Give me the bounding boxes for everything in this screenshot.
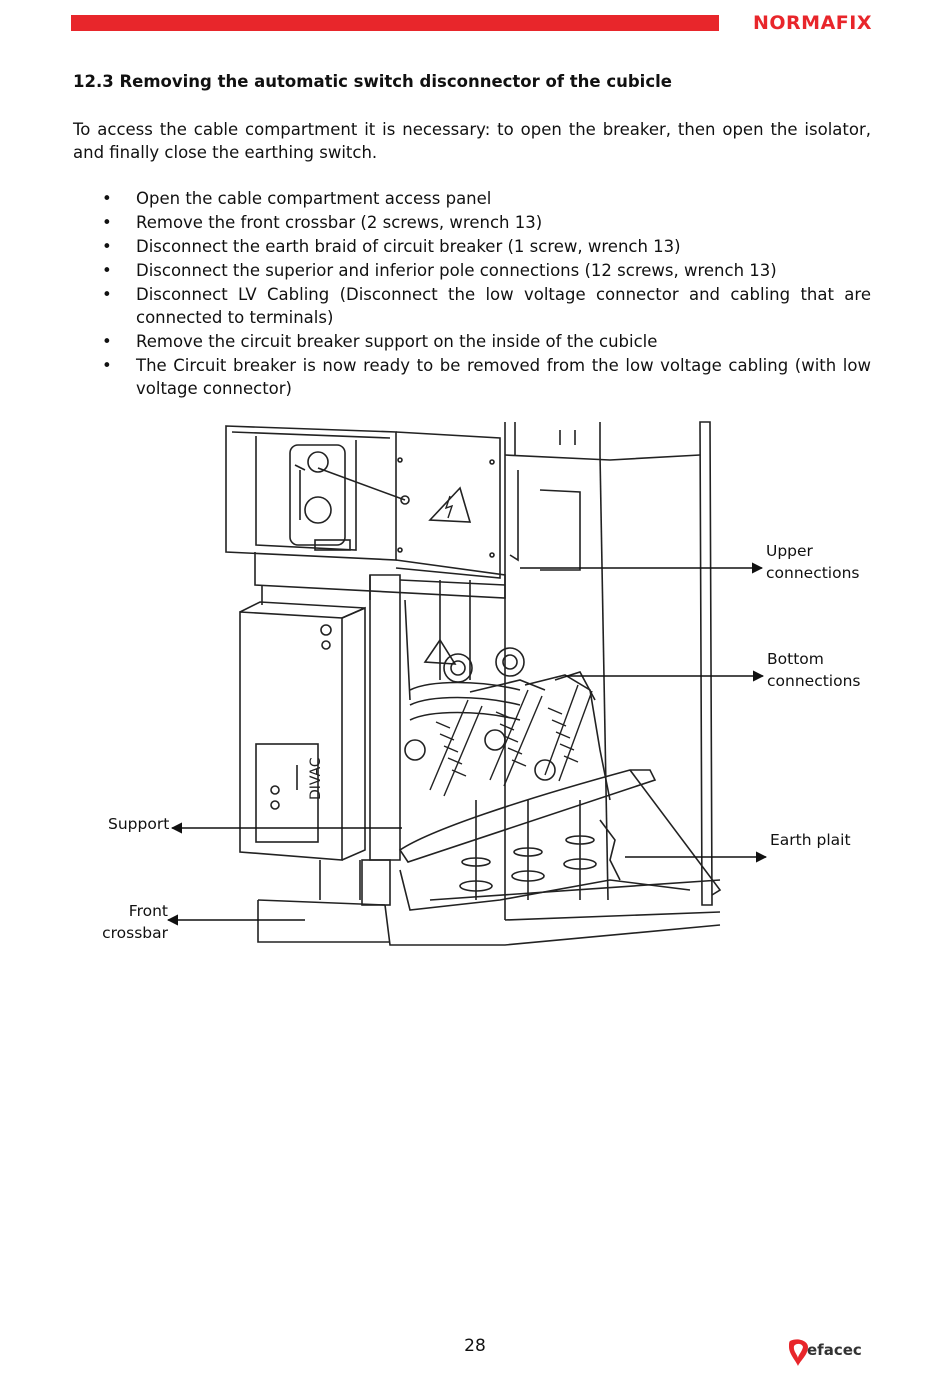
bullet-icon: • [102, 189, 112, 208]
cubicle-figure: DIVAC [0, 410, 950, 970]
step-text: Open the cable compartment access panel [136, 189, 492, 208]
list-item: • Disconnect the earth braid of circuit b… [73, 235, 871, 258]
steps-list: • Open the cable compartment access panel… [73, 187, 871, 401]
bullet-icon: • [102, 285, 112, 304]
bullet-icon: • [102, 332, 112, 351]
list-item: • Remove the circuit breaker support on t… [73, 330, 871, 353]
cubicle-frame [257, 421, 721, 946]
brand-name: NORMAFIX [753, 12, 872, 34]
step-text: Disconnect the superior and inferior pol… [136, 261, 777, 280]
bullet-icon: • [102, 356, 112, 375]
callout-front-crossbar: Front crossbar [100, 900, 168, 944]
breaker-cabinet: DIVAC [239, 574, 401, 861]
callout-earth-plait: Earth plait [770, 831, 851, 849]
list-item: • Disconnect LV Cabling (Disconnect the l… [73, 283, 871, 329]
callout-arrows [166, 562, 768, 926]
step-text: Remove the circuit breaker support on th… [136, 332, 658, 351]
section-title: 12.3 Removing the automatic switch disco… [73, 72, 672, 91]
list-item: • The Circuit breaker is now ready to be … [73, 354, 871, 400]
header-red-bar [71, 15, 719, 31]
cubicle-drawing: DIVAC [166, 421, 768, 946]
page-number: 28 [464, 1336, 486, 1356]
callout-line: Upper [766, 542, 813, 560]
bullet-icon: • [102, 213, 112, 232]
callout-line: connections [766, 564, 860, 582]
intro-paragraph: To access the cable compartment it is ne… [73, 120, 871, 162]
list-item: • Disconnect the superior and inferior po… [73, 259, 871, 282]
callout-line: Bottom [767, 650, 824, 668]
step-text: The Circuit breaker is now ready to be r… [136, 356, 871, 398]
efacec-logo: efacec [788, 1337, 868, 1367]
list-item: • Open the cable compartment access panel [73, 187, 871, 210]
callout-support: Support [108, 815, 170, 833]
callout-bottom-connections: Bottom connections [767, 648, 860, 692]
callout-line: crossbar [102, 924, 168, 942]
breaker-label: DIVAC [308, 757, 324, 800]
efacec-logo-icon [789, 1339, 808, 1366]
step-text: Disconnect the earth braid of circuit br… [136, 237, 681, 256]
callout-line: connections [767, 672, 861, 690]
upper-housing [254, 431, 506, 599]
step-text: Disconnect LV Cabling (Disconnect the lo… [136, 285, 871, 327]
callout-line: Front [128, 902, 168, 920]
bullet-icon: • [102, 237, 112, 256]
step-text: Remove the front crossbar (2 screws, wre… [136, 213, 543, 232]
bullet-icon: • [102, 261, 112, 280]
pole-assemblies [398, 647, 722, 911]
logo-text: efacec [807, 1341, 862, 1359]
list-item: • Remove the front crossbar (2 screws, wr… [73, 211, 871, 234]
control-box [225, 425, 410, 561]
callout-upper-connections: Upper connections [766, 540, 859, 584]
